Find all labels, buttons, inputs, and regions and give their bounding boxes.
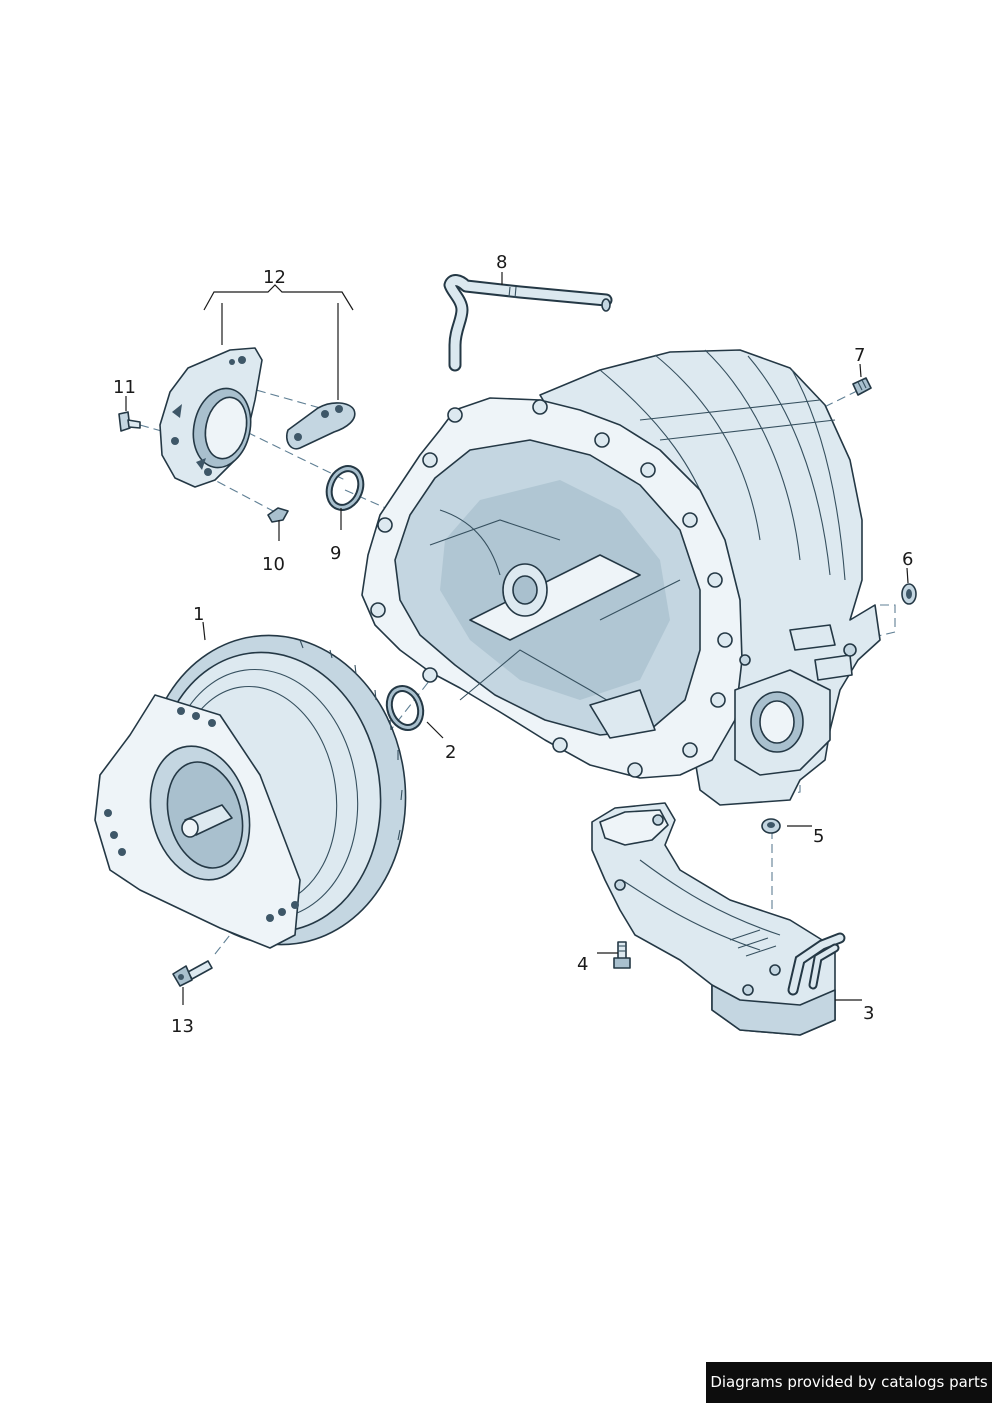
bracket-bolt (613, 941, 631, 969)
callout-10: 10 (262, 554, 285, 575)
callout-7: 7 (854, 345, 865, 366)
callout-12: 12 (263, 267, 286, 288)
callout-5: 5 (813, 826, 824, 847)
callout-8: 8 (496, 252, 507, 273)
callout-11: 11 (113, 377, 136, 398)
callout-4: 4 (577, 954, 588, 975)
sealing-washer (761, 818, 781, 834)
callout-13: 13 (171, 1016, 194, 1037)
torque-converter (94, 634, 407, 949)
callout-2: 2 (445, 742, 456, 763)
callout-6: 6 (902, 549, 913, 570)
callout-9: 9 (330, 543, 341, 564)
transmission-housing (361, 349, 881, 806)
retaining-clip (267, 507, 289, 523)
callout-3: 3 (863, 1003, 874, 1024)
callout-labels: 1 2 3 4 5 6 7 8 9 10 11 12 13 (113, 252, 913, 1037)
callout-leaders (125, 272, 909, 1005)
converter-bolt (172, 960, 213, 987)
drain-plug (852, 377, 872, 396)
callout-1: 1 (193, 604, 204, 625)
cooler-bracket (591, 802, 846, 1036)
bearing-flange-assembly (159, 347, 356, 488)
flange-bolt (118, 411, 141, 432)
o-ring-upper (325, 465, 365, 511)
credit-banner: Diagrams provided by catalogs parts (706, 1362, 992, 1403)
o-ring-lower (385, 685, 425, 731)
seal-ring-side (901, 583, 917, 605)
breather-hose (443, 274, 613, 372)
